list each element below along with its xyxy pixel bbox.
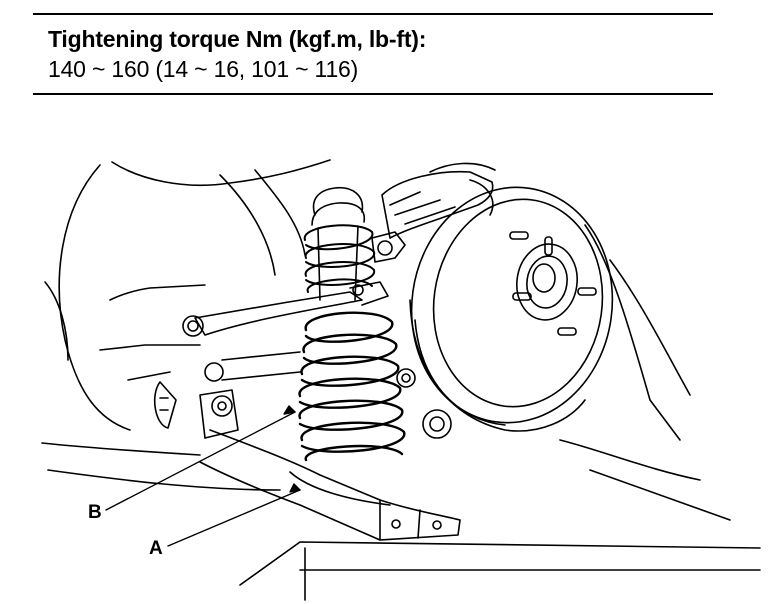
brake-caliper [371, 162, 496, 263]
bottom-rule [33, 93, 713, 95]
leader-lines [105, 405, 301, 547]
label-a: A [149, 538, 163, 559]
brake-disc [409, 186, 614, 432]
vehicle-body-lines [41, 159, 731, 521]
top-rule [33, 13, 713, 15]
label-b: B [88, 502, 102, 523]
coil-spring [298, 311, 406, 462]
upper-coil-spring [303, 224, 376, 293]
upper-control-arm [182, 281, 389, 337]
lower-control-arm [199, 429, 461, 541]
torque-spec: Tightening torque Nm (kgf.m, lb-ft): 140… [48, 24, 426, 84]
spec-value: 140 ~ 160 (14 ~ 16, 101 ~ 116) [48, 56, 359, 82]
floor-panel [239, 541, 761, 601]
fasteners [153, 351, 452, 439]
spec-title: Tightening torque Nm (kgf.m, lb-ft): [48, 26, 427, 52]
